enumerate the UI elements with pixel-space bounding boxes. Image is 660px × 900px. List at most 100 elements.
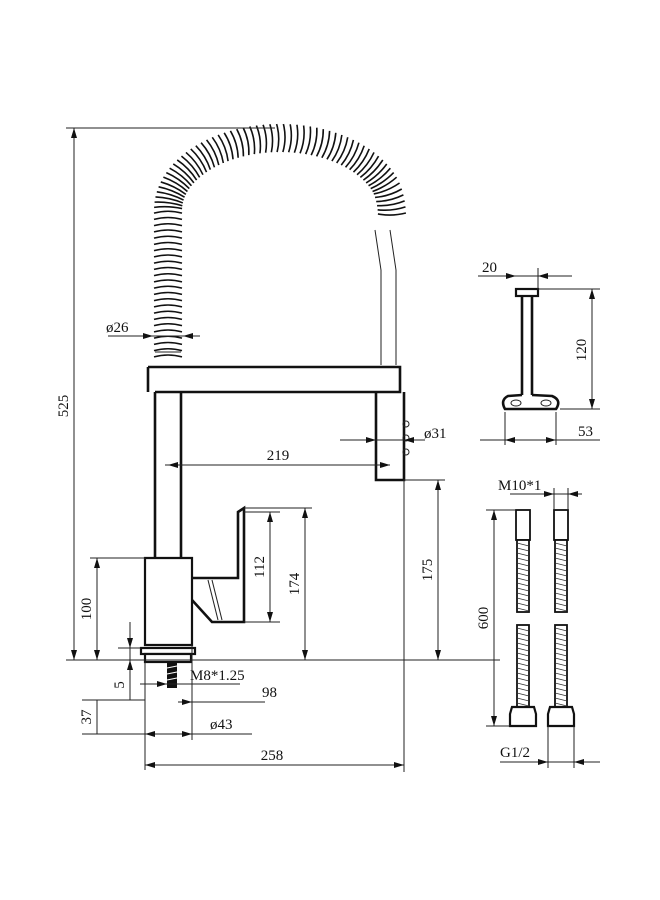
braid-strand xyxy=(554,552,568,557)
coil-loop xyxy=(153,329,183,333)
coil-loop xyxy=(153,222,183,227)
braid-strand xyxy=(516,552,530,557)
coil-loop xyxy=(321,130,331,159)
coil-loop xyxy=(153,216,183,221)
braid-strand xyxy=(554,702,568,707)
coil-loop xyxy=(370,172,395,190)
coil-loop xyxy=(153,310,183,314)
braid-strand xyxy=(516,557,530,562)
coil-loop xyxy=(315,129,325,157)
braid-strand xyxy=(516,582,530,587)
braid-strand xyxy=(516,632,530,637)
coil-loop xyxy=(326,132,337,160)
braid-strand xyxy=(516,567,530,572)
hose-braid xyxy=(516,542,568,707)
coil-loop xyxy=(153,279,183,283)
braid-strand xyxy=(554,557,568,562)
coil-loop xyxy=(153,316,183,321)
braid-strand xyxy=(516,572,530,577)
coil-loop xyxy=(376,194,404,203)
coil-loop xyxy=(153,285,183,289)
bracket-width-label: 20 xyxy=(482,260,497,276)
coil-loop xyxy=(153,354,183,358)
coil-loop xyxy=(299,125,305,154)
supply-hose-right xyxy=(546,509,576,728)
braid-strand xyxy=(516,562,530,567)
coil-loop xyxy=(176,159,198,181)
braid-strand xyxy=(554,577,568,582)
coil-loop xyxy=(282,123,286,153)
braid-strand xyxy=(554,647,568,652)
hose-guide xyxy=(155,229,397,365)
coil-loop xyxy=(336,137,349,164)
coil-loop xyxy=(304,126,312,155)
dimension-lines xyxy=(66,127,500,772)
hose-thread-bottom-label: G1/2 xyxy=(500,745,530,761)
coil-loop xyxy=(255,125,262,154)
braid-strand xyxy=(516,682,530,687)
dim-spray-head-diameter: ø31 xyxy=(424,426,447,442)
braid-strand xyxy=(516,607,530,612)
coil-loop xyxy=(236,128,245,157)
braid-strand xyxy=(516,602,530,607)
coil-loop xyxy=(211,136,225,164)
coil-loop xyxy=(349,145,365,171)
fixing-bracket xyxy=(478,268,600,445)
dim-hose-diameter: ø26 xyxy=(106,320,129,336)
coil-loop xyxy=(153,322,183,327)
braid-strand xyxy=(516,542,530,547)
coil-loop xyxy=(377,200,405,207)
dim-thread: M8*1.25 xyxy=(190,668,245,684)
braid-strand xyxy=(554,697,568,702)
braid-strand xyxy=(554,572,568,577)
coil-loop xyxy=(190,148,208,173)
coil-loop xyxy=(153,205,183,210)
coil-loop xyxy=(331,134,343,162)
coil-loop xyxy=(185,151,204,176)
coil-loop xyxy=(160,181,187,196)
braid-strand xyxy=(554,692,568,697)
coil-loop xyxy=(172,163,195,184)
coil-loop xyxy=(165,171,190,190)
coil-loop xyxy=(373,182,401,195)
dim-outlet-height: 175 xyxy=(420,559,436,582)
coil-loop xyxy=(374,188,403,199)
dim-lever-height: 112 xyxy=(252,556,268,578)
braid-strand xyxy=(516,647,530,652)
coil-loop xyxy=(223,132,234,160)
dim-total-height: 525 xyxy=(56,395,72,418)
braid-strand xyxy=(516,667,530,672)
coil-loop xyxy=(249,126,256,155)
braid-strand xyxy=(554,602,568,607)
braid-strand xyxy=(516,687,530,692)
coil-loop xyxy=(356,152,375,176)
coil-loop xyxy=(372,176,398,193)
coil-loop xyxy=(153,304,183,308)
coil-loop xyxy=(362,159,384,181)
coil-loop xyxy=(153,297,183,302)
braid-strand xyxy=(516,587,530,592)
coil-loop xyxy=(163,176,188,193)
braid-strand xyxy=(554,642,568,647)
dim-body-height: 100 xyxy=(79,598,95,621)
coil-loop xyxy=(352,148,370,173)
coil-loop xyxy=(153,272,183,277)
coil-loop xyxy=(153,347,183,352)
dim-body-offset: 98 xyxy=(262,685,277,701)
coil-loop xyxy=(287,124,293,153)
coil-loop xyxy=(242,127,250,156)
supply-hoses xyxy=(486,488,600,768)
coil-loop xyxy=(359,155,380,179)
coil-loop xyxy=(229,130,239,158)
braid-strand xyxy=(516,592,530,597)
coil-loop xyxy=(153,335,183,339)
coil-loop xyxy=(153,341,183,346)
coil-loop xyxy=(344,142,360,168)
coil-loop xyxy=(155,196,184,204)
braid-strand xyxy=(516,662,530,667)
dim-base-depth: 37 xyxy=(79,709,95,725)
coil-loop xyxy=(153,235,183,239)
coil-loop xyxy=(377,206,406,212)
coil-loop xyxy=(158,186,186,198)
braid-strand xyxy=(554,687,568,692)
